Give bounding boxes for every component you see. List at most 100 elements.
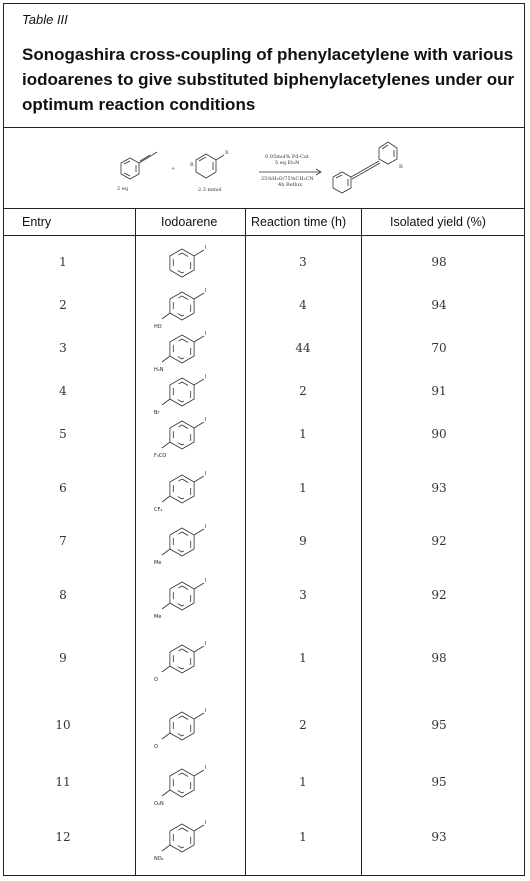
cell-reaction-time: 3	[299, 255, 307, 269]
cell-isolated-yield: 92	[431, 534, 447, 548]
iodoarene-structure: I HO	[140, 276, 240, 336]
table-label: Table III	[22, 12, 68, 27]
cell-isolated-yield: 95	[431, 775, 447, 789]
substituent-x: X	[225, 150, 229, 156]
iodoarene-structure: I H₂N	[140, 319, 240, 379]
cell-reaction-time: 2	[299, 718, 307, 732]
iodine-label: I	[205, 578, 206, 584]
iodine-label: I	[205, 374, 206, 380]
iodoarene-structure: I Me	[140, 512, 240, 572]
header-iodoarene: Iodoarene	[161, 215, 218, 229]
substituent-label: O	[154, 744, 158, 750]
substituent-label: F₃CO	[154, 453, 166, 459]
structure-drawing: I Me	[154, 524, 206, 566]
table-caption: Table III Sonogashira cross-coupling of …	[3, 3, 525, 128]
cell-isolated-yield: 95	[431, 718, 447, 732]
substituent-label: HO	[154, 324, 162, 330]
phenyl-ring	[120, 157, 140, 180]
substituent-label: NO₂	[154, 856, 164, 862]
substituent-label: CF₃	[154, 507, 162, 513]
column-divider-2	[245, 209, 246, 876]
cell-entry: 7	[59, 534, 67, 548]
cell-isolated-yield: 94	[431, 298, 447, 312]
cell-reaction-time: 44	[295, 341, 311, 355]
cell-entry: 1	[59, 255, 67, 269]
cell-isolated-yield: 98	[431, 255, 447, 269]
structure-drawing: I H₂N	[154, 331, 206, 373]
product-ring-1	[332, 171, 352, 194]
condition-heating: 4h Reflux	[278, 182, 302, 188]
structure-drawing: I	[169, 245, 206, 278]
table-header: Entry Iodoarene Reaction time (h) Isolat…	[3, 209, 525, 236]
cell-isolated-yield: 90	[431, 427, 447, 441]
substituent-label: Me	[154, 560, 161, 566]
condition-catalyst: 0.05mol% Pd-Cat	[265, 154, 309, 160]
header-entry: Entry	[22, 215, 52, 229]
cell-reaction-time: 3	[299, 588, 307, 602]
cell-reaction-time: 1	[299, 427, 307, 441]
iodine-label: I	[205, 245, 206, 251]
iodoarene-structure: I Me	[140, 566, 240, 626]
cell-entry: 4	[59, 384, 67, 398]
header-reaction-time: Reaction time (h)	[251, 215, 347, 229]
cell-reaction-time: 1	[299, 830, 307, 844]
cell-entry: 2	[59, 298, 67, 312]
iodine-label: I	[205, 288, 206, 294]
cell-reaction-time: 2	[299, 384, 307, 398]
cell-isolated-yield: 98	[431, 651, 447, 665]
condition-base: 5 eq Et₃N	[275, 160, 300, 166]
structure-drawing: I NO₂	[154, 820, 206, 862]
cell-isolated-yield: 93	[431, 481, 447, 495]
structure-drawing: I F₃CO	[154, 417, 206, 459]
iodoarene-structure: I CF₃	[140, 459, 240, 519]
iodine-label: I	[205, 417, 206, 423]
iodine-label: I	[205, 820, 206, 826]
iodoarene-ring	[195, 153, 217, 179]
column-divider-3	[361, 209, 362, 876]
table-frame	[3, 3, 525, 876]
iodine-label: I	[205, 524, 206, 530]
cell-reaction-time: 1	[299, 775, 307, 789]
iodine-label: I	[205, 471, 206, 477]
substituent-label: H₂N	[154, 367, 164, 373]
cell-entry: 8	[59, 588, 67, 602]
cell-entry: 10	[55, 718, 71, 732]
cell-reaction-time: 9	[299, 534, 307, 548]
cell-isolated-yield: 93	[431, 830, 447, 844]
structure-drawing: I Me	[154, 578, 206, 620]
iodine-label: I	[205, 765, 206, 771]
cell-entry: 5	[59, 427, 67, 441]
structure-drawing: I CF₃	[154, 471, 206, 513]
cell-reaction-time: 1	[299, 651, 307, 665]
iodine-label: I	[205, 331, 206, 337]
table-title: Sonogashira cross-coupling of phenylacet…	[22, 45, 515, 114]
iodoarene-structure: I	[140, 233, 240, 293]
cell-entry: 11	[55, 775, 71, 789]
cell-entry: 12	[55, 830, 71, 844]
iodoarene-structure: I NO₂	[140, 808, 240, 868]
structure-drawing: IO	[154, 641, 206, 683]
cell-isolated-yield: 70	[431, 341, 447, 355]
substituent-label: Me	[154, 614, 161, 620]
structure-drawing: I HO	[154, 288, 206, 330]
iodine-label: I	[205, 708, 206, 714]
substituent-r: R	[190, 162, 194, 168]
cell-isolated-yield: 92	[431, 588, 447, 602]
reaction-scheme: 2 eq + 2.3 mmol R X 0.05mol% Pd-Cat 5 eq…	[3, 128, 525, 209]
cell-isolated-yield: 91	[431, 384, 447, 398]
cell-entry: 3	[59, 341, 67, 355]
cell-entry: 9	[59, 651, 67, 665]
reagent1-amount: 2 eq	[117, 186, 129, 192]
header-isolated-yield: Isolated yield (%)	[390, 215, 486, 229]
cell-reaction-time: 4	[299, 298, 307, 312]
reaction-scheme-drawing: 2 eq + 2.3 mmol R X 0.05mol% Pd-Cat 5 eq…	[117, 141, 403, 194]
substituent-label: Br	[154, 410, 160, 416]
iodoarene-structure: I F₃CO	[140, 405, 240, 465]
column-divider-1	[135, 209, 136, 876]
product-r: R	[399, 164, 403, 170]
iodoarene-structure: I Br	[140, 362, 240, 422]
substituent-label: O	[154, 677, 158, 683]
product-ring-2	[378, 141, 398, 165]
